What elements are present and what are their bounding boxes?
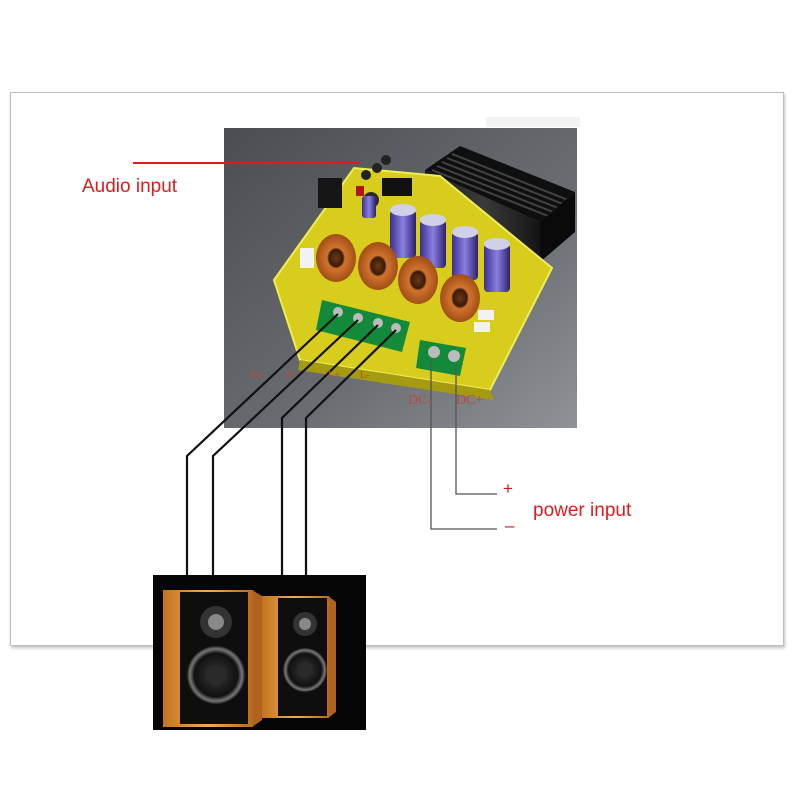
terminal-label-l-minus: L- — [360, 370, 370, 381]
amplifier-board-photo — [224, 117, 580, 428]
capacitors — [362, 196, 510, 292]
power-minus-label: – — [505, 516, 515, 535]
speaker-wires — [185, 313, 397, 580]
power-input-label: power input — [533, 500, 632, 521]
terminal-label-rl-minus: RL- — [250, 370, 267, 381]
left-speaker — [163, 590, 262, 727]
speakers-photo — [153, 575, 366, 730]
power-wires — [430, 360, 497, 530]
terminal-label-r-plus: R+ — [286, 370, 299, 381]
audio-input-label: Audio input — [82, 176, 178, 197]
right-speaker — [262, 596, 336, 718]
dc-terminal-block — [416, 340, 466, 376]
terminal-label-dc-plus: DC+ — [456, 393, 484, 408]
terminal-label-l-plus: L+ — [328, 370, 340, 381]
terminal-label-dc-minus: DC- — [408, 393, 433, 408]
inductors — [316, 234, 480, 322]
power-plus-label: + — [503, 479, 513, 498]
